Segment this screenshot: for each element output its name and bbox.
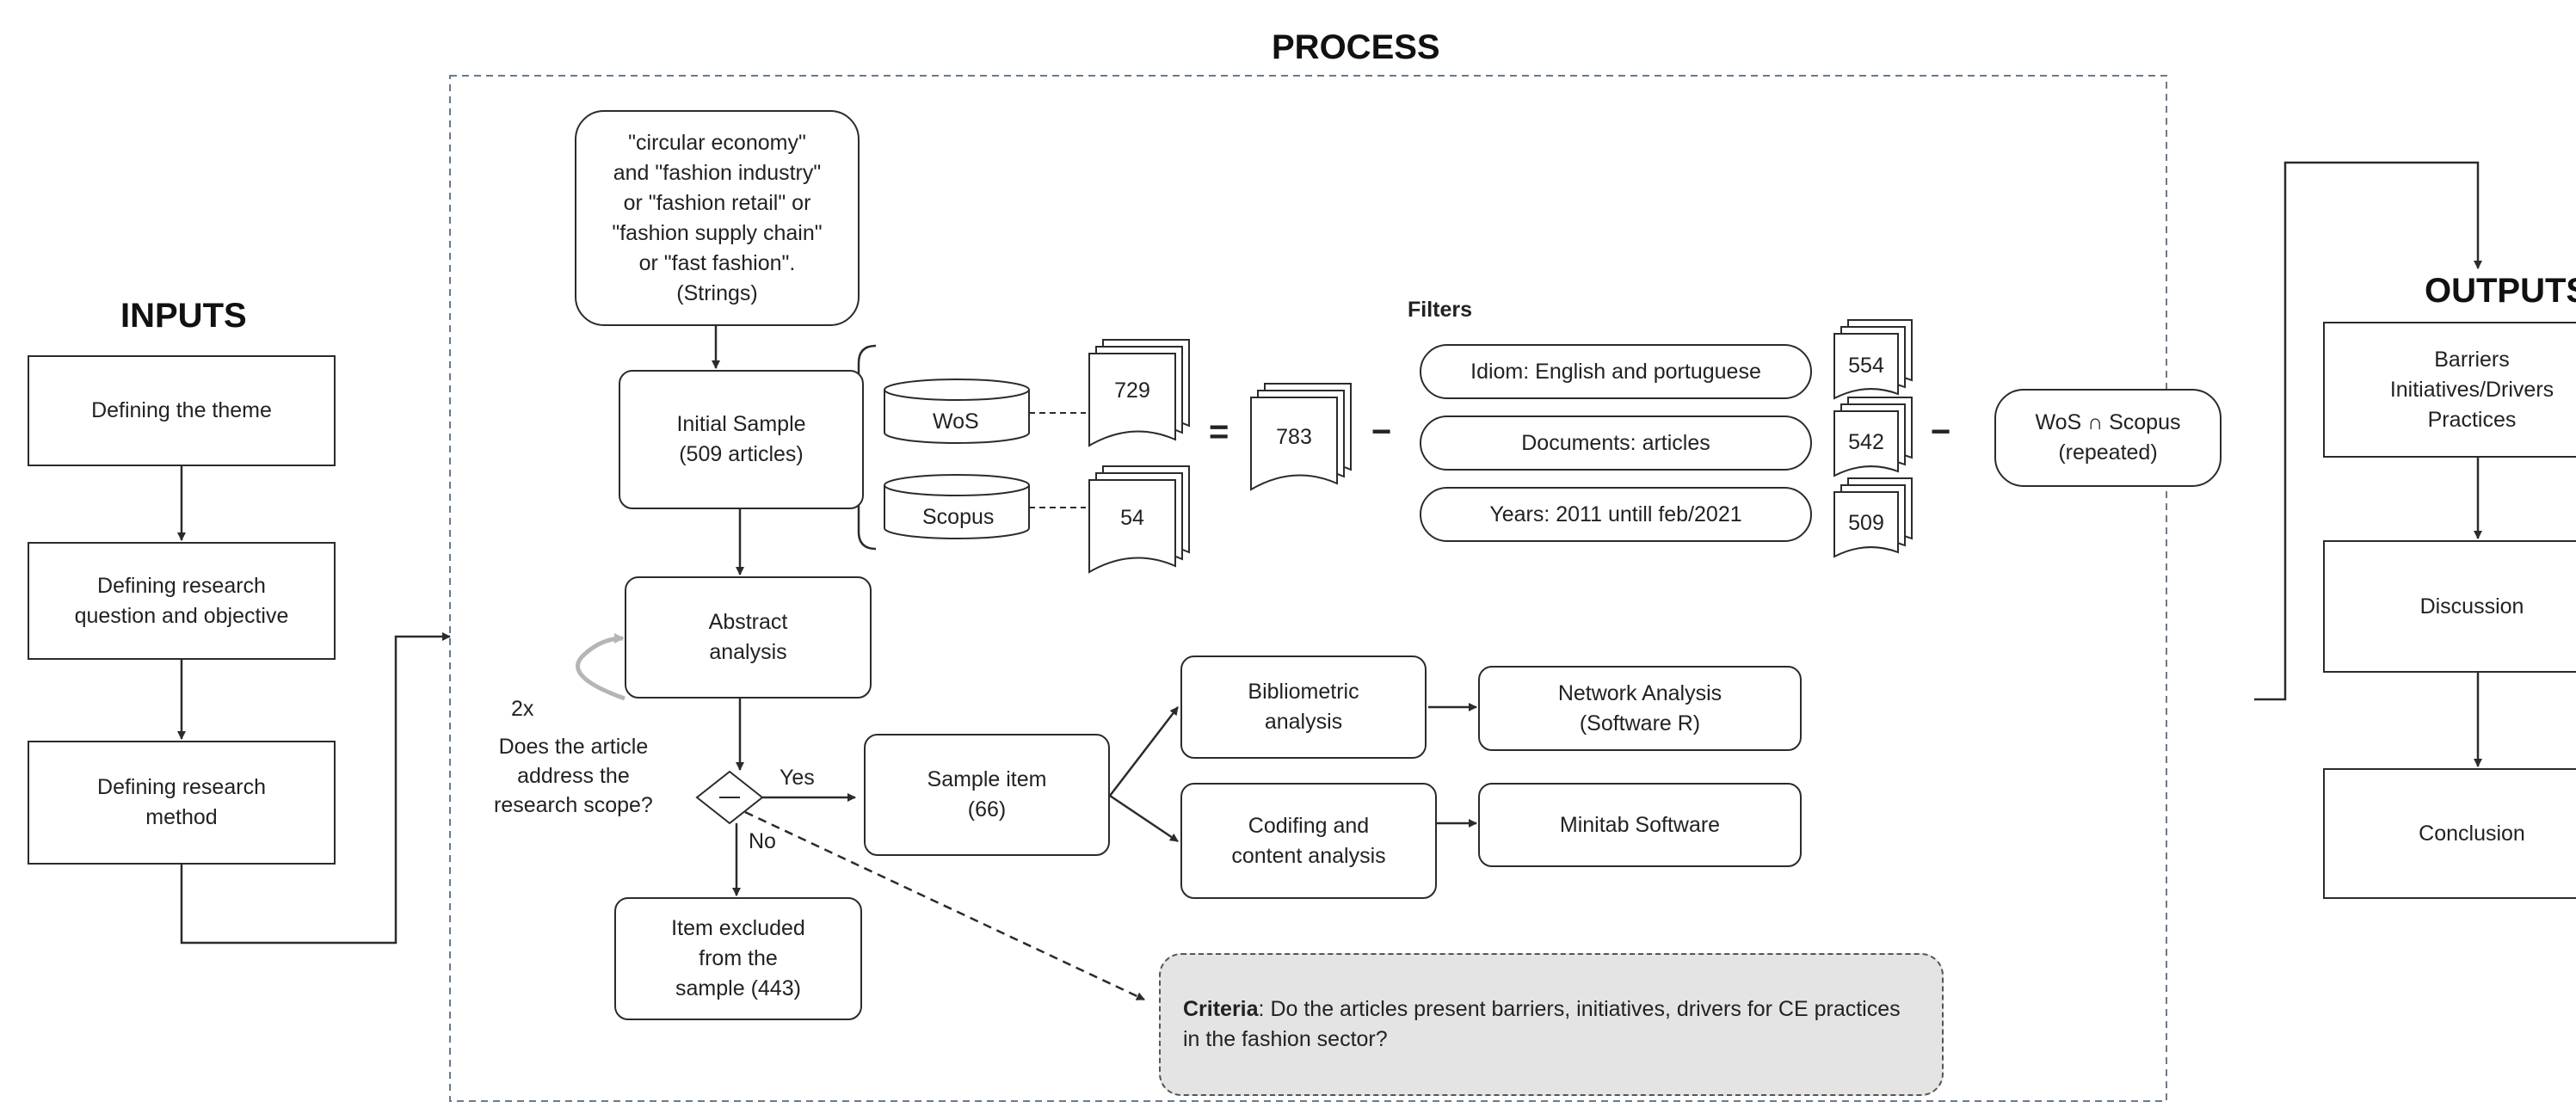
criteria-text: Criteria: Do the articles present barrie… [1183,994,1920,1055]
count-scopus: 54 [1120,506,1144,530]
bibliometric-box: Bibliometric analysis [1180,655,1427,759]
document-stack-icon-filter-3 [1833,477,1913,558]
document-stack-icon-combined [1250,383,1352,491]
count-wos: 729 [1114,379,1150,403]
overlap-box: WoS ∩ Scopus (repeated) [1994,389,2222,487]
arrow-inputs-to-process [180,632,451,945]
input-step-theme: Defining the theme [28,355,336,466]
iterations-label: 2x [511,697,534,721]
equals-sign: = [1209,413,1229,451]
arrow-sample-to-bibliometric [1109,706,1179,797]
filters-title: Filters [1408,298,1473,322]
output-barriers: Barriers Initiatives/Drivers Practices [2323,322,2576,458]
count-filter-documents: 542 [1848,430,1884,454]
process-heading: PROCESS [1272,28,1440,66]
arrow-decision-to-criteria [744,810,1145,1001]
document-stack-icon-filter-1 [1833,319,1913,400]
database-label-scopus: Scopus [922,505,995,529]
search-strings-box: "circular economy" and "fashion industry… [575,110,860,326]
minitab-box: Minitab Software [1478,783,1802,867]
abstract-analysis-box: Abstract analysis [625,576,872,699]
filter-idiom: Idiom: English and portuguese [1420,344,1812,399]
document-stack-icon-wos [1088,339,1190,447]
input-step-method: Defining research method [28,741,336,865]
database-icon-wos [884,379,1030,444]
count-filter-idiom: 554 [1848,354,1884,378]
excluded-box: Item excluded from the sample (443) [614,897,862,1020]
network-analysis-box: Network Analysis (Software R) [1478,666,1802,751]
input-step-question: Defining research question and objective [28,542,336,660]
arrow-process-to-outputs [2254,161,2482,701]
arrow-sample-to-codifing [1109,794,1179,843]
loop-arrow-iterations [576,633,626,701]
initial-sample-box: Initial Sample (509 articles) [619,370,864,509]
document-stack-icon-scopus [1088,465,1190,574]
count-filter-years: 509 [1848,511,1884,535]
inputs-heading: INPUTS [120,297,247,335]
database-label-wos: WoS [933,409,979,434]
minus-sign-overlap: − [1931,413,1951,451]
decision-question: Does the article address the research sc… [494,735,653,817]
yes-label: Yes [780,766,815,790]
output-discussion: Discussion [2323,540,2576,673]
sample-item-box: Sample item (66) [864,734,1110,856]
criteria-question: : Do the articles present barriers, init… [1183,997,1901,1051]
document-stack-icon-filter-2 [1833,397,1913,477]
codifing-box: Codifing and content analysis [1180,783,1437,899]
criteria-label: Criteria [1183,997,1259,1021]
minus-sign-combined: − [1371,413,1392,451]
process-boundary [449,75,2167,1102]
criteria-box: Criteria: Do the articles present barrie… [1159,953,1944,1096]
database-icon-scopus [884,474,1030,539]
no-label: No [749,829,776,853]
filter-documents: Documents: articles [1420,415,1812,471]
outputs-heading: OUTPUTS [2425,272,2576,310]
filter-years: Years: 2011 untill feb/2021 [1420,487,1812,542]
count-combined: 783 [1276,425,1312,449]
output-conclusion: Conclusion [2323,768,2576,899]
